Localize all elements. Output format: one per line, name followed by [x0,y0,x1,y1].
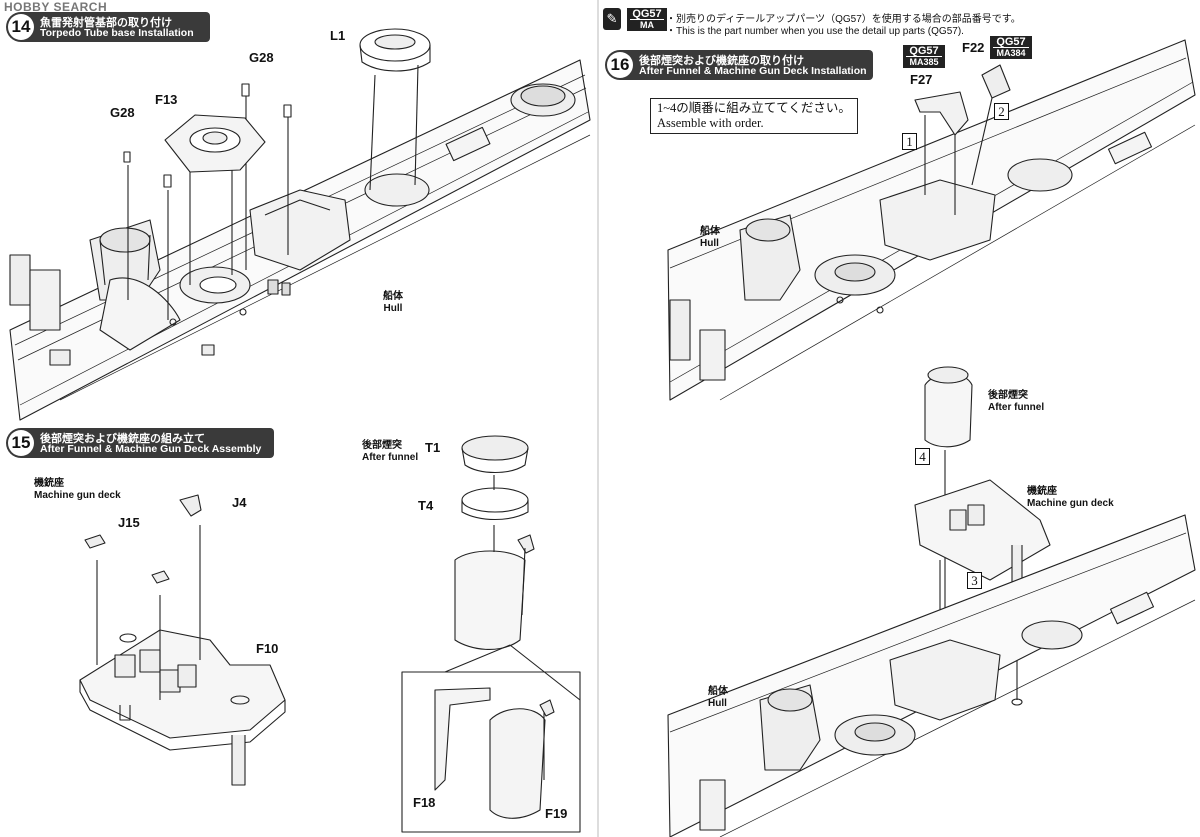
part-label-F19: F19 [545,806,568,821]
step-number: 16 [607,52,633,78]
step-title-en: After Funnel & Machine Gun Deck Assembly [40,443,262,455]
step-title-ja: 魚雷発射管基部の取り付け [40,17,172,29]
part-label-L1: L1 [330,28,346,43]
pen-icon: ✎ [603,8,621,30]
order-number-2: 2 [994,103,1009,120]
step-number: 14 [8,14,34,40]
part-label-G28: G28 [249,50,274,65]
step16-funnel-and-deck-drawing [914,366,1051,700]
step16-upper-hull-drawing [667,39,1196,401]
note-line-en: ・This is the part number when you use th… [666,26,964,37]
part-label-F22: F22 [962,40,985,55]
qg-tag-ma384: QG57 MA384 [990,36,1032,59]
step-title-ja: 後部煙突および機銃座の取り付け [639,55,804,67]
part-label-F13: F13 [155,92,178,107]
note-line-ja: ・別売りのディテールアップパーツ（QG57）を使用する場合の部品番号です。 [666,14,1021,25]
step14-hull-drawing [9,59,591,421]
part-F13-drawing [164,114,266,173]
order-number-3: 3 [967,572,982,589]
part-label-F18: F18 [413,795,436,810]
step16-lower-hull-drawing [667,514,1196,837]
step-number: 15 [8,430,34,456]
step-title-en: Torpedo Tube base Installation [40,27,194,39]
part-label-F10: F10 [256,641,279,656]
watermark: HOBBY SEARCH [4,0,108,14]
part-label-G28: G28 [110,105,135,120]
step15-funnel-drawing [401,435,581,833]
step-16-header: 16 後部煙突および機銃座の取り付け After Funnel & Machin… [605,50,873,80]
step-title-ja: 後部煙突および機銃座の組み立て [40,433,205,445]
part-label-T1: T1 [425,440,441,455]
part-L1-drawing [359,28,431,72]
part-label-F27: F27 [910,72,933,87]
part-label-J4: J4 [232,495,247,510]
step-14-header: 14 魚雷発射管基部の取り付け Torpedo Tube base Instal… [6,12,210,42]
qg-tag-legend: QG57 MA [627,8,667,31]
qg-tag-ma385: QG57 MA385 [903,45,945,68]
order-number-4: 4 [915,448,930,465]
part-label-J15: J15 [118,515,140,530]
part-label-T4: T4 [418,498,434,513]
assembly-order-note: 1~4の順番に組み立ててください。Assemble with order. [650,98,858,134]
step15-mg-deck-drawing [79,494,286,786]
order-number-1: 1 [902,133,917,150]
step-title-en: After Funnel & Machine Gun Deck Installa… [639,65,867,77]
step-15-header: 15 後部煙突および機銃座の組み立て After Funnel & Machin… [6,428,274,458]
part-G28-pins [123,83,292,188]
